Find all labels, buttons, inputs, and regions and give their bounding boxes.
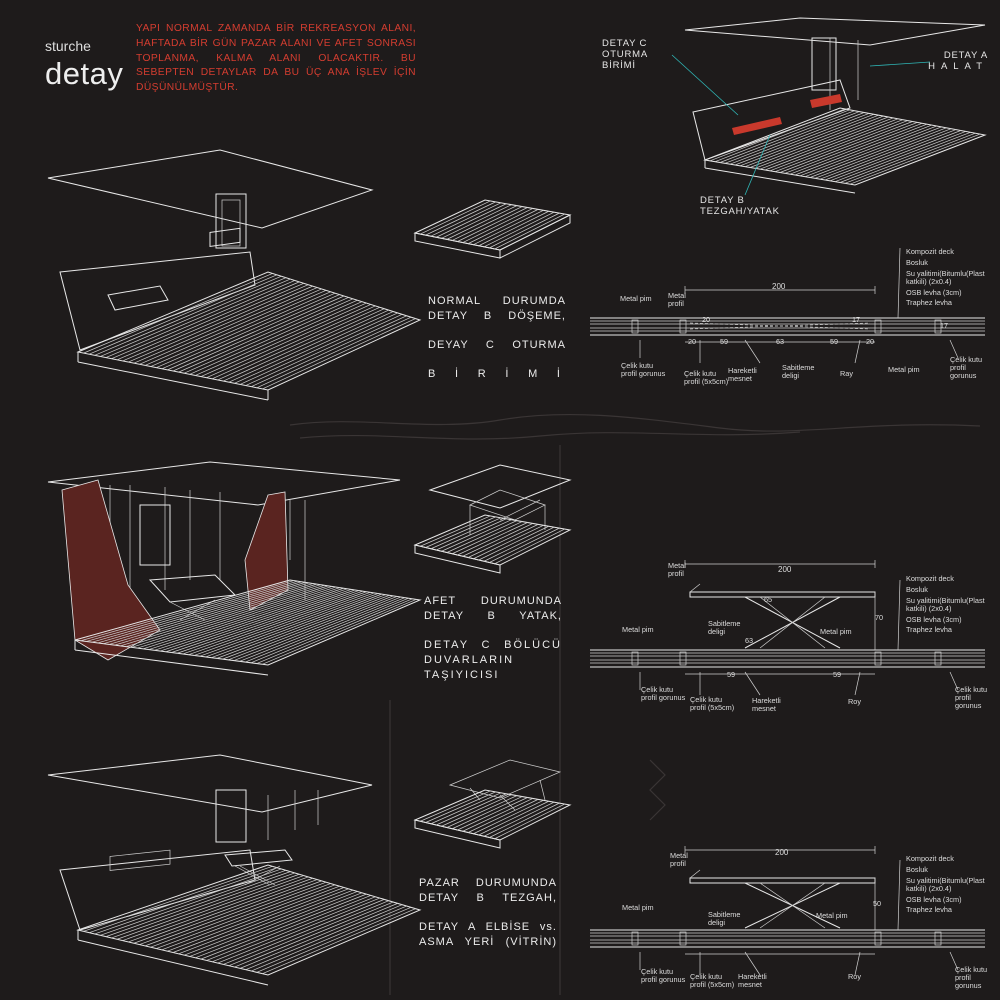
desc-afet: AFET DURUMUNDA DETAY B YATAK, DETAY C BÖ…: [424, 595, 562, 681]
label-metal-pim: Metal pim: [620, 294, 652, 303]
label-hareketli-mesnet: Hareketli mesnet: [738, 972, 767, 989]
section-normal: [590, 247, 985, 364]
label-celik-profil: Çelik kutu profil gorunus: [955, 965, 988, 990]
label-sabitleme-deligi: Sabitleme deligi: [708, 910, 741, 927]
section-afet: [590, 560, 985, 696]
dim-label: 70: [875, 613, 884, 622]
section-pazar: [590, 846, 985, 976]
desc-normal: NORMAL DURUMDA DETAY B DÖŞEME, DEYAY C O…: [428, 295, 566, 380]
label-metal-pim: Metal pim: [622, 625, 654, 634]
dim-total: 200: [775, 848, 789, 857]
label-celik-profil: Çelik kutu profil gorunus: [621, 361, 666, 378]
label-metal-profil: Metal profil: [670, 851, 688, 868]
dim-label: 50: [873, 899, 882, 908]
iso-detail-pazar: [413, 759, 572, 849]
dim-label: 65: [764, 595, 773, 604]
iso-detail-afet: [413, 464, 572, 574]
label-metal-pim: Metal pim: [816, 911, 848, 920]
dim-label: 59: [833, 670, 842, 679]
label-celik-profil-5x5: Çelik kutu profil (5x5cm): [690, 695, 735, 712]
label-ray: Roy: [848, 697, 861, 706]
callout-detay-c: DETAY C OTURMA BİRİMİ: [602, 38, 648, 71]
dim-label: 20: [866, 337, 875, 346]
label-metal-pim: Metal pim: [888, 365, 920, 374]
dim-label: 59: [727, 670, 736, 679]
label-metal-profil: Metal profil: [668, 291, 686, 308]
partition-curtain-right: [244, 491, 289, 611]
page-title: detay: [45, 56, 124, 91]
label-celik-profil-5x5: Çelik kutu profil (5x5cm): [690, 972, 735, 989]
layer-list: Kompozit deck Bosluk Su yalitimi(Bitumlu…: [906, 574, 985, 634]
desc-pazar: PAZAR DURUMUNDA DETAY B TEZGAH, DETAY A …: [419, 877, 557, 948]
dim-label: 63: [745, 636, 754, 645]
dim-label: 59: [720, 337, 729, 346]
label-celik-profil: Çelik kutu profil gorunus: [955, 685, 988, 710]
iso-detail-normal: [413, 199, 572, 259]
perspective-callout: [671, 17, 987, 196]
layer-list: Kompozit deck Bosluk Su yalitimi(Bitumlu…: [906, 247, 985, 307]
perspective-pazar: [47, 754, 422, 986]
label-sabitleme-deligi: Sabitleme deligi: [708, 619, 741, 636]
label-metal-pim: Metal pim: [622, 903, 654, 912]
background-sketch: [299, 431, 801, 440]
label-celik-profil: Çelik kutu profil gorunus: [641, 685, 686, 702]
label-metal-pim: Metal pim: [820, 627, 852, 636]
intro-text: YAPI NORMAL ZAMANDA BİR REKREASYON ALANI…: [136, 23, 416, 94]
perspective-normal: [47, 149, 422, 401]
label-metal-profil: Metal profil: [668, 561, 686, 578]
background-sketch: [289, 413, 981, 432]
label-celik-profil-5x5: Çelik kutu profil (5x5cm): [684, 369, 729, 386]
dim-label: 20: [702, 315, 711, 324]
dim-label: 17: [852, 315, 861, 324]
label-sabitleme-deligi: Sabitleme deligi: [782, 363, 815, 380]
label-ray: Roy: [848, 972, 861, 981]
bench-highlight: [810, 94, 842, 108]
perspective-afet: [47, 461, 422, 676]
label-ray: Ray: [840, 369, 853, 378]
background-sketch: [649, 759, 666, 821]
label-celik-profil: Çelik kutu profil gorunus: [950, 355, 983, 380]
layer-list: Kompozit deck Bosluk Su yalitimi(Bitumlu…: [906, 854, 985, 914]
dim-label: 17: [940, 321, 949, 330]
dim-label: 20: [688, 337, 697, 346]
callout-detay-a: DETAY A HALAT: [928, 50, 988, 72]
dim-total: 200: [778, 565, 792, 574]
page-subtitle: sturche: [45, 38, 91, 54]
seating-unit-highlight: [732, 117, 782, 135]
dim-label: 63: [776, 337, 785, 346]
label-celik-profil: Çelik kutu profil gorunus: [641, 967, 686, 984]
label-hareketli-mesnet: Hareketli mesnet: [728, 366, 757, 383]
callout-detay-b: DETAY B TEZGAH/YATAK: [700, 195, 780, 217]
dim-label: 59: [830, 337, 839, 346]
partition-curtain-left: [61, 479, 161, 661]
label-hareketli-mesnet: Hareketli mesnet: [752, 696, 781, 713]
dim-total: 200: [772, 282, 786, 291]
